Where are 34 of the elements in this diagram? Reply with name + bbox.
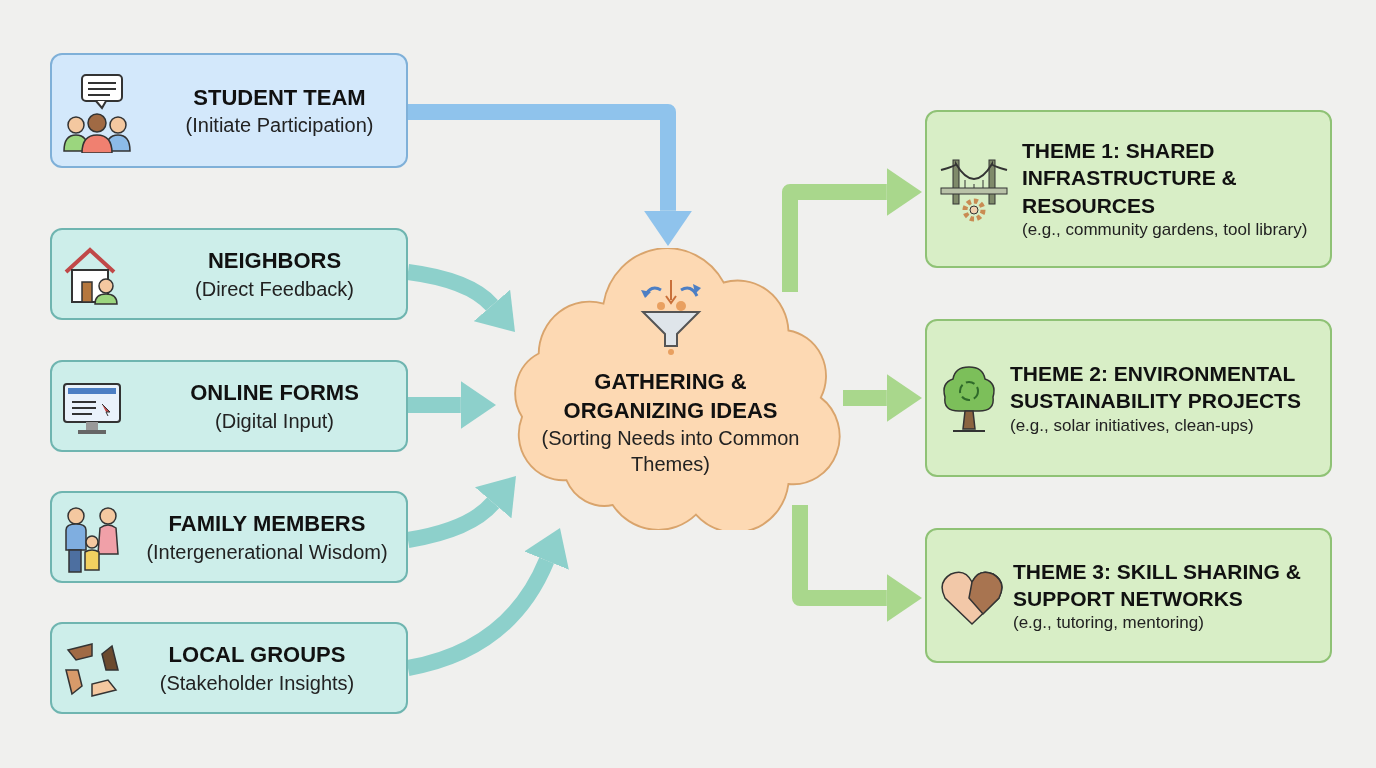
theme-box: [925, 110, 1332, 268]
theme-box: [925, 528, 1332, 663]
arrow: [406, 264, 517, 331]
node-title: LOCAL GROUPS: [167, 640, 347, 669]
node-subtitle: (e.g., solar initiatives, clean-ups): [1010, 414, 1255, 437]
node-title: THEME 3: SKILL SHARING & SUPPORT NETWORKS: [1013, 558, 1302, 612]
arrow: [843, 374, 922, 422]
arrow: [406, 477, 518, 548]
arrow: [408, 104, 692, 246]
arrow: [782, 168, 922, 292]
node-subtitle: (Sorting Needs into Common Themes): [540, 426, 801, 478]
node-subtitle: (Direct Feedback): [194, 276, 355, 302]
node-subtitle: (Stakeholder Insights): [158, 670, 356, 696]
node-title: NEIGHBORS: [206, 246, 343, 275]
node-title: STUDENT TEAM: [192, 83, 367, 112]
node-title: FAMILY MEMBERS: [167, 509, 367, 538]
source-box: [50, 622, 408, 714]
node-title: ONLINE FORMS: [189, 378, 360, 407]
source-box: [50, 53, 408, 168]
source-box: [50, 491, 408, 583]
arrow: [408, 381, 496, 429]
source-box: [50, 360, 408, 452]
node-title: THEME 2: ENVIRONMENTAL SUSTAINABILITY PROJECTS: [1010, 360, 1302, 414]
node-subtitle: (e.g., community gardens, tool library): [1022, 218, 1309, 241]
node-subtitle: (Initiate Participation): [184, 112, 375, 138]
node-subtitle: (e.g., tutoring, mentoring): [1013, 611, 1205, 634]
arrow: [792, 505, 922, 622]
source-box: [50, 228, 408, 320]
node-title: THEME 1: SHARED INFRASTRUCTURE & RESOURCES: [1022, 138, 1238, 219]
node-title: GATHERING & ORGANIZING IDEAS: [562, 368, 779, 425]
theme-box: [925, 319, 1332, 477]
node-subtitle: (Intergenerational Wisdom): [145, 539, 389, 565]
arrow: [406, 528, 569, 676]
node-subtitle: (Digital Input): [214, 408, 335, 434]
